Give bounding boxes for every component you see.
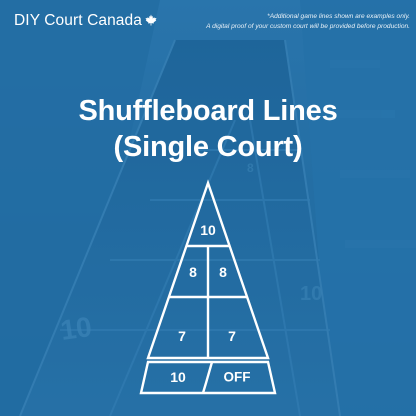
- base-divider: [201, 361, 214, 394]
- disclaimer-line-2: A digital proof of your custom court wil…: [206, 23, 410, 30]
- zone-7-right: 7: [228, 328, 236, 344]
- maple-leaf-icon: [145, 14, 157, 26]
- base-box: [139, 360, 277, 395]
- background-number-top: 8: [247, 161, 254, 175]
- page-title: Shuffleboard Lines (Single Court): [0, 93, 416, 165]
- background-number-right: 10: [300, 283, 322, 305]
- zone-8-right: 8: [219, 264, 227, 280]
- brand-logo: DIY Court Canada: [14, 12, 157, 30]
- zone-10-top: 10: [200, 222, 216, 238]
- disclaimer-note: *Additional game lines shown are example…: [180, 12, 410, 32]
- brand-name: DIY Court Canada: [14, 12, 142, 29]
- title-line-1: Shuffleboard Lines: [78, 95, 338, 127]
- zone-10-base: 10: [170, 369, 186, 385]
- background-number-left: 10: [59, 311, 94, 346]
- zone-8-left: 8: [189, 264, 197, 280]
- disclaimer-line-1: *Additional game lines shown are example…: [267, 13, 410, 20]
- zone-off: OFF: [224, 370, 251, 385]
- title-line-2: (Single Court): [113, 131, 303, 163]
- zone-7-left: 7: [178, 328, 186, 344]
